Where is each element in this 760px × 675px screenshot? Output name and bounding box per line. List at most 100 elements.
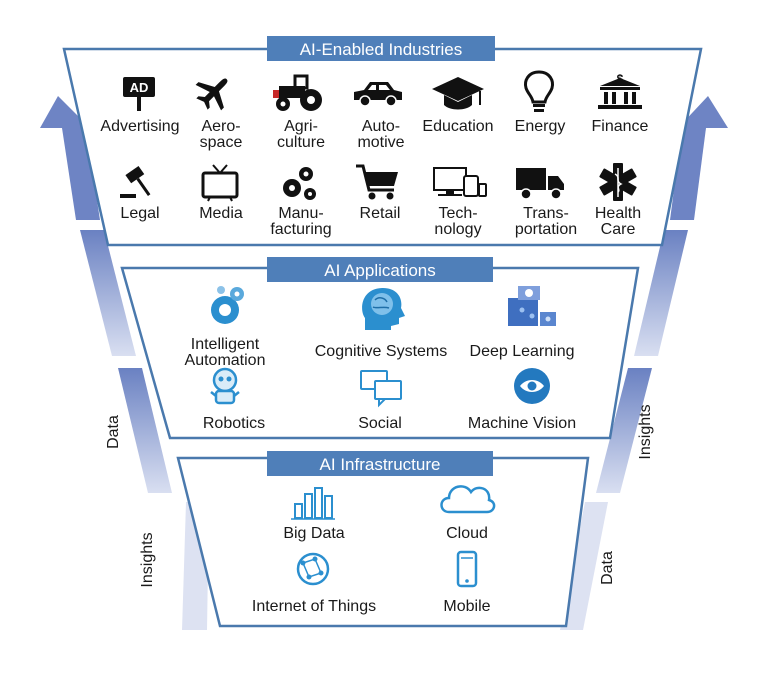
brain-head-icon (362, 288, 405, 330)
applications-item-label-line: Cognitive Systems (315, 343, 448, 360)
robot-icon (210, 367, 240, 405)
applications-header-title: AI Applications (324, 261, 436, 280)
industries-item-label-line: space (200, 134, 243, 151)
industries-item-label-line: Auto- (362, 118, 400, 135)
shopping-cart-icon (356, 164, 398, 200)
applications-item-label-line: Deep Learning (470, 343, 575, 360)
applications-item-label: Cognitive Systems (315, 343, 448, 360)
industries-item-label-line: Trans- (523, 205, 569, 222)
left-arrow-segment (118, 368, 172, 493)
infrastructure-item-label-line: Mobile (443, 598, 490, 615)
industries-item-label-line: Manu- (278, 205, 323, 222)
applications-item-label-line: Robotics (203, 415, 265, 432)
applications-item-label: Machine Vision (468, 415, 576, 432)
industries-item-label-line: Aero- (201, 118, 240, 135)
right-arrow (560, 96, 728, 630)
infrastructure-header-bg (267, 451, 493, 476)
industries-item-label: Education (422, 118, 493, 135)
industries-item-label-line: Health (595, 205, 641, 222)
neural-network-icon (508, 286, 556, 326)
chat-bubbles-icon (360, 370, 402, 408)
airplane-icon (195, 78, 228, 111)
industries-item-label: Advertising (100, 118, 179, 135)
applications-item-label: Robotics (203, 415, 265, 432)
infrastructure-item-label-line: Big Data (283, 525, 344, 542)
right-arrow-segment (560, 502, 608, 630)
infrastructure-item-label: Internet of Things (252, 598, 376, 615)
left-arrow (40, 96, 209, 630)
applications-item-label: Deep Learning (470, 343, 575, 360)
eye-icon (514, 368, 550, 404)
applications-item-label-line: Social (358, 415, 402, 432)
industries-item-label: Aero-space (200, 118, 243, 151)
left-lower-side-label: Insights (139, 532, 156, 587)
right-arrow-segment (596, 368, 652, 493)
infrastructure-header-title: AI Infrastructure (320, 455, 441, 474)
industries-item-label-line: Advertising (100, 118, 179, 135)
industries-item-label-line: facturing (270, 221, 331, 238)
applications-item-label-line: Intelligent (191, 336, 260, 353)
devices-icon (433, 167, 487, 197)
infrastructure-item-label: Big Data (283, 525, 344, 542)
ad-sign-icon: AD (123, 77, 155, 111)
industries-item-label: Energy (515, 118, 566, 135)
tv-icon (201, 164, 239, 202)
industries-header-title: AI-Enabled Industries (300, 40, 463, 59)
industries-item-label-line: Energy (515, 118, 566, 135)
left-arrow-segment (62, 128, 100, 220)
industries-item-label: Finance (592, 118, 649, 135)
industries-item-label: Auto-motive (357, 118, 404, 151)
right-arrow-head (678, 96, 728, 128)
infrastructure-item-label: Cloud (446, 525, 488, 542)
infrastructure-item-label: Mobile (443, 598, 490, 615)
lightbulb-icon (524, 70, 554, 112)
industries-item-label-line: Education (422, 118, 493, 135)
cloud-icon (440, 485, 496, 514)
right-arrow-segment (634, 230, 688, 356)
left-arrow-segment (80, 230, 136, 356)
industries-item-label-line: Retail (360, 205, 401, 222)
gavel-icon (120, 165, 151, 198)
bar-chart-icon (291, 487, 335, 520)
industries-item-label-line: Finance (592, 118, 649, 135)
right-lower-side-label: Data (599, 551, 616, 585)
applications-item-label: Social (358, 415, 402, 432)
industries-item-label-line: portation (515, 221, 577, 238)
industries-item-label-line: nology (434, 221, 481, 238)
graduation-cap-icon (432, 77, 484, 110)
globe-network-icon (296, 552, 330, 586)
truck-icon (516, 168, 564, 200)
industries-item-label-line: Care (601, 221, 636, 238)
industries-item-label: Media (199, 205, 243, 222)
applications-item-label-line: Automation (185, 352, 266, 369)
automation-gears-icon (211, 286, 244, 324)
industries-item-label: Agri-culture (277, 118, 325, 151)
industries-item-label-line: culture (277, 134, 325, 151)
applications-header-bg (267, 257, 493, 282)
infrastructure-item-label-line: Internet of Things (252, 598, 376, 615)
smartphone-icon (456, 550, 478, 588)
applications-item-label-line: Machine Vision (468, 415, 576, 432)
infrastructure-item-label-line: Cloud (446, 525, 488, 542)
industries-item-label: Retail (360, 205, 401, 222)
left-upper-side-label: Data (105, 415, 122, 449)
industries-item-label-line: Tech- (438, 205, 477, 222)
industries-item-label: Legal (120, 205, 159, 222)
industries-item-label-line: Agri- (284, 118, 318, 135)
car-icon (354, 82, 402, 107)
right-upper-side-label: Insights (637, 404, 654, 459)
svg-text:AD: AD (130, 80, 149, 95)
tractor-icon (273, 74, 322, 111)
gears-icon (283, 167, 316, 200)
industries-item-label-line: Legal (120, 205, 159, 222)
industries-header-bg (267, 36, 495, 61)
infrastructure-tier-frame (176, 456, 590, 628)
industries-item-label-line: Media (199, 205, 243, 222)
industries-item-label-line: motive (357, 134, 404, 151)
industries-item-label: Trans-portation (515, 205, 577, 238)
industries-item-label: Tech-nology (434, 205, 481, 238)
tier-item-labels: Advertising Aero-space Agri-culture Auto-mo… (100, 118, 648, 615)
